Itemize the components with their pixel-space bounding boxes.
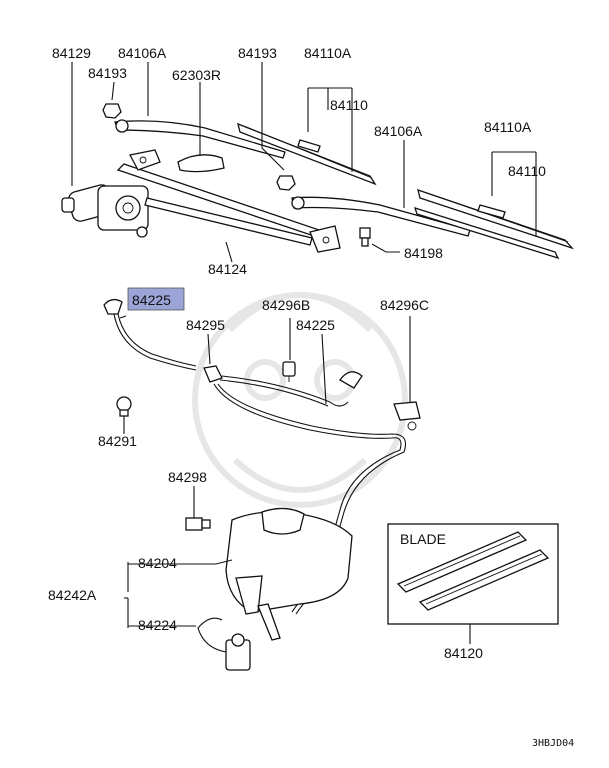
bolt-84198[interactable] [359,227,371,247]
label-84110a-top[interactable]: 84110A [304,45,352,61]
label-84298[interactable]: 84298 [168,469,207,485]
blade-inset [387,523,559,625]
hose-clip-84296b[interactable] [282,361,296,382]
label-84124[interactable]: 84124 [208,261,247,277]
grommet-84291[interactable] [116,396,132,417]
wiper-linkage[interactable] [116,149,341,253]
wiper-arm-right[interactable] [291,196,471,237]
hose-joint-84295[interactable] [203,365,223,383]
washer-nozzle-hose-highlighted[interactable] [103,298,197,371]
blade-refill[interactable] [396,531,550,611]
wiper-arm-left[interactable] [114,119,286,159]
wiper-motor[interactable] [61,183,149,238]
label-84129[interactable]: 84129 [52,45,91,61]
label-62303r[interactable]: 62303R [172,67,221,83]
label-84204[interactable]: 84204 [138,555,177,571]
label-84224[interactable]: 84224 [138,617,177,633]
leader-lines [71,62,537,644]
nut-84193-left[interactable] [102,103,122,119]
label-84296c[interactable]: 84296C [380,297,429,313]
label-84296b[interactable]: 84296B [262,297,310,313]
bolt-84298[interactable] [185,517,211,531]
washer-tank[interactable] [225,507,353,641]
hose-clip-84296c[interactable] [393,401,421,431]
label-84110-right[interactable]: 84110 [508,163,546,179]
label-84225-highlighted[interactable]: 84225 [132,292,171,308]
nut-84193-mid[interactable] [276,175,296,191]
label-84242a[interactable]: 84242A [48,587,97,603]
label-84295[interactable]: 84295 [186,317,225,333]
label-84198[interactable]: 84198 [404,245,443,261]
diagram-code: 3HBJD04 [532,738,574,749]
label-84106a-right[interactable]: 84106A [374,123,423,139]
highlight-box-84225 [127,287,185,311]
wiper-blade-left[interactable] [237,122,377,186]
washer-pump[interactable] [197,617,251,671]
washer-nozzle-right[interactable] [339,371,363,389]
label-84110a-right[interactable]: 84110A [484,119,532,135]
label-84193-mid[interactable]: 84193 [238,45,277,61]
label-84225[interactable]: 84225 [296,317,335,333]
label-84291[interactable]: 84291 [98,433,137,449]
label-84110-top[interactable]: 84110 [330,97,368,113]
label-84106a-top[interactable]: 84106A [118,45,167,61]
pivot-cover[interactable] [177,154,225,173]
label-84193-left[interactable]: 84193 [88,65,127,81]
label-84120[interactable]: 84120 [444,645,483,661]
label-blade: BLADE [400,531,446,547]
wiper-blade-right[interactable] [413,189,575,260]
